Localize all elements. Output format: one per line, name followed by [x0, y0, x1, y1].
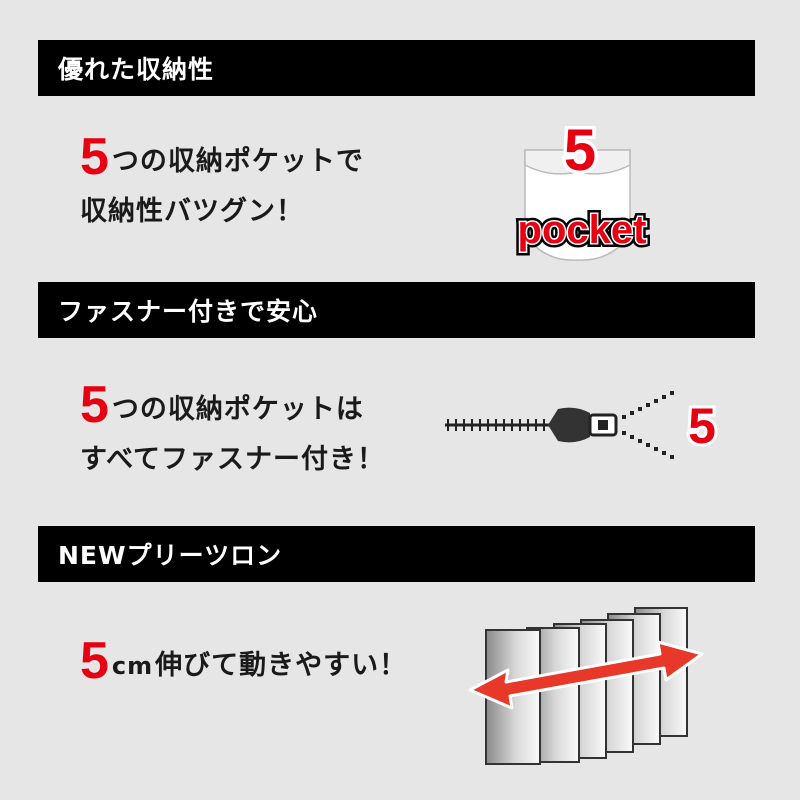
pocket-word: pocket — [518, 208, 647, 252]
section-header-zipper-label: ファスナー付きで安心 — [58, 297, 319, 326]
feature-pleats-text: 5cm伸びて動きやすい！ — [80, 635, 408, 691]
pleat-stretch-icon — [468, 607, 704, 765]
double-arrow-icon — [468, 640, 704, 710]
feature-storage-line2: 収納性バツグン！ — [80, 196, 304, 227]
feature-storage-number: 5 — [80, 128, 110, 186]
feature-zipper-line2: すべてファスナー付き！ — [80, 444, 386, 475]
pocket-number: 5 — [564, 118, 596, 183]
feature-zipper-text: 5つの収納ポケットは すべてファスナー付き！ — [80, 379, 386, 485]
feature-zipper-number: 5 — [80, 376, 110, 434]
feature-pleats-unit: cm — [111, 652, 154, 680]
section-header-zipper: ファスナー付きで安心 — [38, 282, 755, 338]
section-header-storage-label: 優れた収納性 — [58, 55, 215, 84]
pocket-icon: 5 pocket pocket — [514, 115, 650, 261]
section-header-pleats: NEWプリーツロン — [38, 526, 755, 582]
feature-pleats-number: 5 — [80, 632, 110, 690]
feature-storage-line1: つの収納ポケットで — [111, 146, 364, 177]
zipper-number: 5 — [688, 398, 716, 454]
feature-pleats-line1: 伸びて動きやすい！ — [155, 650, 408, 681]
pocket-word-overlay: pocket — [518, 208, 647, 252]
zipper-icon: 5 — [445, 391, 719, 459]
section-header-pleats-label: NEWプリーツロン — [58, 541, 283, 570]
feature-zipper-line1: つの収納ポケットは — [111, 394, 364, 425]
section-header-storage: 優れた収納性 — [38, 40, 755, 96]
feature-storage-text: 5つの収納ポケットで 収納性バツグン！ — [80, 131, 364, 237]
